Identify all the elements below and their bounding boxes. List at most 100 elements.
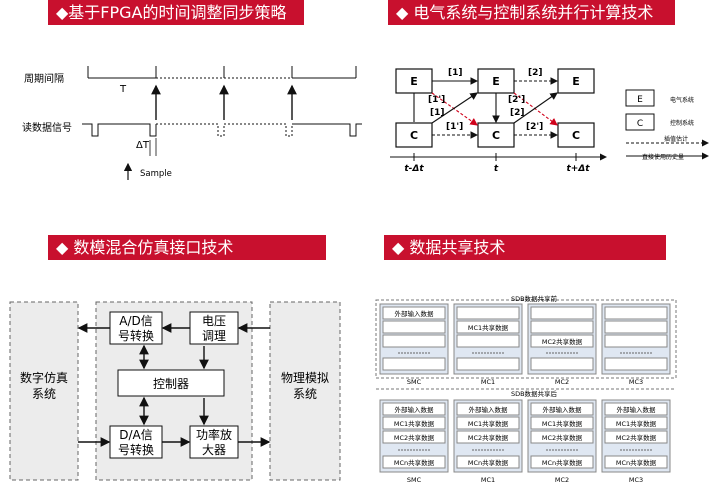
share-after-cell-label: MC2共享数据 <box>394 433 435 442</box>
legend-c-text: 控制系统 <box>670 119 694 127</box>
delta-T-label: ΔT <box>136 140 150 151</box>
mixed-simulation-diagram: 数字仿真 系统 物理模拟 系统 A/D信 号转换 电压 调理 控制器 D/A信 … <box>9 301 341 481</box>
share-before-cell <box>530 334 594 348</box>
controller-label: 控制器 <box>153 377 189 391</box>
physical-sim-label-1: 物理模拟 <box>281 371 329 385</box>
share-after-cell <box>530 402 594 416</box>
share-before-col-label: MC1 <box>481 378 495 386</box>
timing-diagram: 周期间隔 读数据信号 T ΔT Sample <box>22 66 362 180</box>
c-box-1: C <box>410 129 418 142</box>
c-box-2: C <box>492 129 500 142</box>
share-after-col-label: MC1 <box>481 476 495 484</box>
label-1-top: [1] <box>448 68 463 78</box>
label-2p-mid: [2'] <box>508 95 525 105</box>
tick-t-plus: t+Δt <box>566 164 590 174</box>
share-before-frame <box>375 299 677 379</box>
share-after-cell <box>456 455 520 469</box>
ad-label-1: A/D信 <box>119 314 153 328</box>
share-after-cell-label: MC1共享数据 <box>616 419 657 428</box>
share-after-cell <box>604 402 668 416</box>
share-after-col-label: MC3 <box>629 476 643 484</box>
label-1p-mid: [1'] <box>428 95 445 105</box>
legend-direct-text: 直接使用历史量 <box>642 153 684 161</box>
sample-label: Sample <box>140 169 172 179</box>
share-after-cell-label: MCn共享数据 <box>616 458 657 467</box>
da-label-1: D/A信 <box>119 428 153 442</box>
read-signal-line <box>82 123 362 137</box>
share-after-col-label: MC2 <box>555 476 569 484</box>
parallel-legend: E 电气系统 C 控制系统 插值估计 直接使用历史量 <box>625 89 709 161</box>
share-after-col-label: SMC <box>407 476 422 484</box>
share-before-cell <box>604 334 668 348</box>
share-after-cell <box>456 402 520 416</box>
share-before-cell-label: MC1共享数据 <box>468 323 509 332</box>
share-after-cell <box>530 430 594 444</box>
share-before-cell <box>604 357 668 371</box>
share-before-cell <box>456 334 520 348</box>
share-before-cell <box>604 320 668 334</box>
share-before-col-label: SMC <box>407 378 422 386</box>
physical-sim-box <box>269 301 341 481</box>
parallel-arrows <box>413 77 559 139</box>
share-before-cell <box>382 320 446 334</box>
share-after-cell <box>530 455 594 469</box>
read-signal-label: 读数据信号 <box>22 121 72 134</box>
label-2-mid: [2] <box>510 108 525 118</box>
share-before-col-label: MC3 <box>629 378 643 386</box>
legend-c-box: C <box>637 119 643 129</box>
share-before-cell-label: MC2共享数据 <box>542 337 583 346</box>
banner-data-sharing: ◆ 数据共享技术 <box>384 235 666 260</box>
share-before-cell <box>382 306 446 320</box>
da-converter-box <box>109 425 163 459</box>
share-before-cell <box>456 306 520 320</box>
system-boxes <box>395 68 595 148</box>
share-after-cell <box>604 416 668 430</box>
legend-interp-text: 插值估计 <box>664 135 688 143</box>
share-before-cell <box>604 306 668 320</box>
share-after-cell <box>456 416 520 430</box>
digital-sim-box <box>9 301 79 481</box>
banner-parallel-computing: ◆ 电气系统与控制系统并行计算技术 <box>388 0 675 25</box>
parallel-computing-diagram: E E E C C C [1] [1'] [1] [1'] [2] [2'] [… <box>390 68 709 174</box>
share-before-cell-label: 外部输入数据 <box>395 309 435 318</box>
e-box-2: E <box>492 75 500 88</box>
share-before-cell <box>382 357 446 371</box>
share-before-cell <box>530 357 594 371</box>
share-after-cell <box>604 430 668 444</box>
share-before-cell <box>530 306 594 320</box>
share-after-cell-label: MC2共享数据 <box>616 433 657 442</box>
share-before-cell <box>530 320 594 334</box>
share-after-cell-label: MCn共享数据 <box>468 458 509 467</box>
sample-arrows <box>151 84 297 120</box>
share-before-cell <box>382 334 446 348</box>
ad-converter-box <box>109 311 163 345</box>
ad-label-2: 号转换 <box>118 328 154 343</box>
interface-arrows <box>77 323 271 447</box>
legend-e-text: 电气系统 <box>670 96 694 104</box>
share-after-cell-label: MC1共享数据 <box>468 419 509 428</box>
da-label-2: 号转换 <box>118 442 154 457</box>
label-1p-bottom: [1'] <box>446 122 463 132</box>
share-before-cell <box>456 357 520 371</box>
share-after-cell-label: MC1共享数据 <box>542 419 583 428</box>
share-before-col-label: MC2 <box>555 378 569 386</box>
share-after-cell <box>382 430 446 444</box>
digital-sim-label-1: 数字仿真 <box>20 370 68 385</box>
share-after-cell <box>382 402 446 416</box>
vadj-label-1: 电压 <box>202 314 226 328</box>
e-box-1: E <box>410 75 418 88</box>
share-after-cell-label: 外部输入数据 <box>617 405 657 414</box>
physical-sim-label-2: 系统 <box>293 387 317 401</box>
legend-e-box: E <box>637 95 643 105</box>
vadj-label-2: 调理 <box>202 329 226 343</box>
amp-label-2: 大器 <box>202 443 226 457</box>
share-after-cell-label: MC2共享数据 <box>542 433 583 442</box>
e-box-3: E <box>572 75 580 88</box>
share-before-cell <box>456 320 520 334</box>
share-after-cell-label: 外部输入数据 <box>395 405 435 414</box>
tick-t: t <box>494 164 499 174</box>
label-2p-bottom: [2'] <box>526 122 543 132</box>
share-after-cell-label: MC1共享数据 <box>394 419 435 428</box>
period-line <box>87 66 357 79</box>
